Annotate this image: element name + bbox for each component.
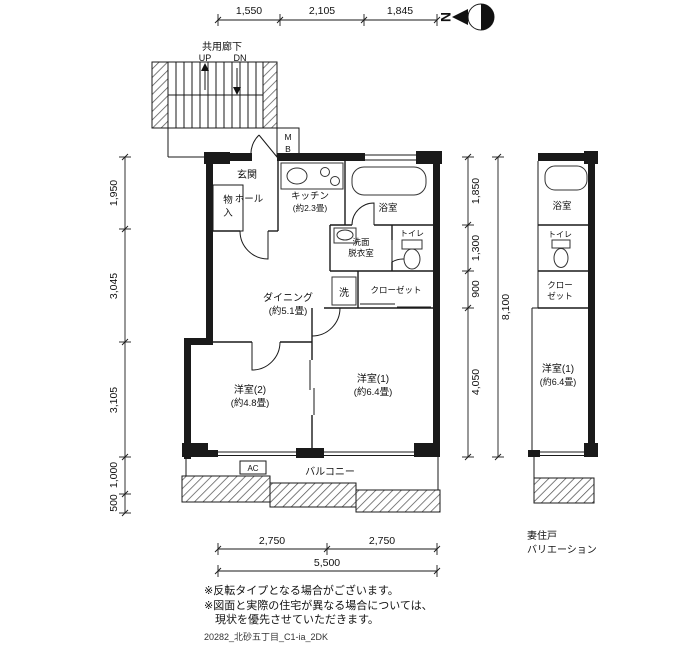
- dim-label-left-3: 1,000: [108, 462, 120, 488]
- dimension-top: 1,550 2,105 1,845: [214, 5, 441, 26]
- dim-label-right-3: 4,050: [470, 369, 482, 395]
- room-labels: 玄関 ホール 物 入 キッチン (約2.3畳) 浴室 洗面 脱衣室 トイレ 洗 …: [223, 168, 424, 409]
- kitchen-sink: [286, 167, 308, 185]
- label-washroom-2: 脱衣室: [348, 248, 374, 258]
- dim-label-right-1: 1,300: [470, 235, 482, 261]
- label-dining: ダイニング: [263, 291, 313, 304]
- dim-label-top-0: 1,550: [236, 5, 262, 17]
- note-line-1: ※反転タイプとなる場合がございます。: [204, 583, 399, 597]
- label-storage-1: 物: [223, 194, 233, 206]
- label-bath: 浴室: [378, 202, 397, 214]
- dim-label-bottom-1: 2,750: [369, 535, 395, 547]
- variation-plan: 浴室 トイレ クロー ゼット 洋室(1) (約6.4畳) 妻住戸 バリエーション: [527, 151, 598, 556]
- label-hall: ホール: [235, 194, 264, 205]
- meter-box-m: M: [284, 132, 291, 142]
- label-washer: 洗: [339, 287, 349, 299]
- variation-bathtub: [544, 165, 588, 191]
- var-label-closet-2: ゼット: [547, 291, 573, 301]
- door-swings: [239, 134, 415, 371]
- label-bedroom1: 洋室(1): [357, 372, 389, 385]
- label-storage-2: 入: [223, 208, 233, 219]
- notes: ※反転タイプとなる場合がございます。 ※図面と実際の住宅が異なる場合については、…: [204, 583, 433, 642]
- railing-hatch: [181, 475, 271, 503]
- bathtub: [351, 166, 427, 196]
- label-bedroom2: 洋室(2): [234, 383, 266, 396]
- dim-label-top-1: 2,105: [309, 5, 335, 17]
- dim-label-right-total: 8,100: [500, 294, 512, 320]
- toilet-tank: [401, 239, 423, 250]
- down-arrow-icon: [233, 87, 241, 95]
- dim-label-right-0: 1,850: [470, 178, 482, 204]
- note-line-3: 現状を優先させていただきます。: [215, 612, 379, 626]
- balcony: AC バルコニー: [181, 457, 441, 513]
- railing-hatch: [355, 489, 441, 513]
- dimension-bottom: 2,750 2,750 5,500: [214, 535, 441, 577]
- toilet-bowl: [403, 248, 421, 270]
- stove-burner: [320, 167, 330, 177]
- north-label: N: [438, 12, 454, 22]
- stairwell: 共用廊下 UP DN: [151, 40, 278, 158]
- dim-label-left-4: 500: [108, 494, 120, 512]
- dim-label-bottom-0: 2,750: [259, 535, 285, 547]
- label-bedroom1-size: (約6.4畳): [354, 386, 393, 398]
- dim-label-bottom-total: 5,500: [314, 557, 340, 569]
- note-line-2: ※図面と実際の住宅が異なる場合については、: [204, 598, 433, 612]
- dimension-left: 1,950 3,045 3,105 1,000 500: [108, 153, 131, 517]
- dim-label-left-2: 3,105: [108, 387, 120, 413]
- meter-box-b: B: [285, 144, 291, 154]
- variation-railing-hatch: [533, 477, 595, 504]
- dim-label-right-2: 900: [470, 280, 482, 298]
- dim-label-left-0: 1,950: [108, 180, 120, 206]
- label-ac: AC: [247, 464, 258, 473]
- washer-box: [331, 276, 357, 306]
- north-arrow-icon: [452, 9, 468, 25]
- compass-half: [481, 4, 494, 30]
- var-caption-2: バリエーション: [527, 544, 597, 556]
- washbasin-bowl: [336, 229, 354, 241]
- label-closet: クローゼット: [370, 285, 421, 295]
- stove-burner: [330, 176, 340, 186]
- fixtures: [280, 162, 427, 306]
- var-caption-1: 妻住戸: [527, 529, 557, 542]
- label-toilet: トイレ: [400, 229, 424, 238]
- corridor-label: 共用廊下: [202, 40, 242, 53]
- stairs-up-label: UP: [199, 53, 212, 63]
- label-genkan: 玄関: [237, 168, 257, 181]
- var-label-bedroom1-size: (約6.4畳): [540, 376, 577, 387]
- label-balcony: バルコニー: [305, 466, 355, 478]
- variation-toilet-tank: [551, 239, 571, 249]
- dim-label-top-2: 1,845: [387, 5, 413, 17]
- stair-wall-hatch-left: [151, 61, 169, 129]
- label-kitchen: キッチン: [291, 191, 329, 202]
- stair-wall-hatch-right: [262, 61, 278, 129]
- var-label-closet-1: クロー: [547, 280, 573, 290]
- var-label-toilet: トイレ: [548, 230, 572, 239]
- label-washroom-1: 洗面: [352, 237, 370, 247]
- stairs-dn-label: DN: [234, 53, 247, 63]
- exterior-walls: [182, 151, 442, 459]
- label-kitchen-size: (約2.3畳): [293, 203, 328, 213]
- var-label-bath: 浴室: [552, 200, 571, 212]
- sheet-id: 20282_北砂五丁目_C1-ia_2DK: [204, 631, 328, 642]
- up-arrow-icon: [201, 63, 209, 71]
- dim-label-left-1: 3,045: [108, 273, 120, 299]
- north-indicator: N: [438, 3, 495, 31]
- var-label-bedroom1: 洋室(1): [542, 362, 574, 375]
- label-bedroom2-size: (約4.8畳): [231, 397, 270, 409]
- label-dining-size: (約5.1畳): [269, 305, 308, 317]
- variation-toilet-bowl: [553, 248, 569, 268]
- ac-unit: [239, 460, 267, 475]
- railing-hatch: [269, 482, 357, 508]
- dimension-right: 1,850 1,300 900 4,050 8,100: [462, 153, 512, 461]
